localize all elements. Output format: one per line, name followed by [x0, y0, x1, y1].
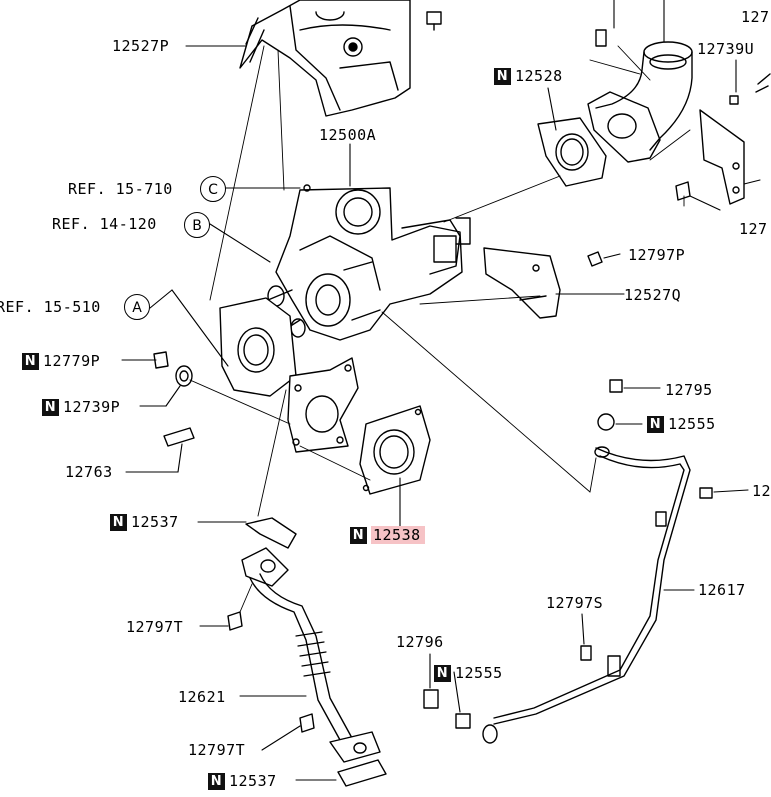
part-number: 127: [739, 220, 768, 238]
part-number: 12617: [698, 581, 746, 599]
new-part-badge: N: [647, 415, 664, 433]
part-number: 12555: [455, 664, 503, 682]
callout-12779p: N 12779P: [22, 352, 100, 370]
callout-127-mid: 127: [739, 220, 768, 238]
callout-12739u: 12739U: [697, 40, 754, 58]
small-bolts-right: [580, 251, 713, 661]
bracket-upper-right: [595, 29, 745, 205]
new-part-badge: N: [350, 526, 367, 544]
new-part-badge: N: [208, 772, 225, 790]
part-number: REF. 15-510: [0, 298, 101, 316]
gasket-12538: [359, 405, 431, 495]
part-number: 12527P: [112, 37, 170, 55]
oil-pipe-12621: [227, 517, 439, 787]
nuts-and-studs-left: [153, 351, 195, 447]
exhaust-elbow: [587, 41, 693, 163]
bracket-12527q: [483, 247, 561, 319]
gasket-flange-square: [287, 357, 359, 453]
part-number: 127: [741, 8, 770, 26]
part-number: 12527Q: [624, 286, 682, 304]
part-number: 12797T: [126, 618, 184, 636]
callout-12555-upper: N 12555: [647, 415, 716, 433]
part-number: 12621: [178, 688, 226, 706]
callout-12797t-lower: 12797T: [188, 741, 245, 759]
part-number-highlighted: 12538: [371, 526, 425, 544]
stud-upper-right: [729, 73, 771, 105]
callout-12537-lower: N 12537: [208, 772, 277, 790]
part-number: 12739U: [697, 40, 755, 58]
part-number: 12739P: [63, 398, 121, 416]
callout-12797t-upper: 12797T: [126, 618, 183, 636]
new-part-badge: N: [434, 664, 451, 682]
callout-12797s: 12797S: [546, 594, 603, 612]
part-number: 12555: [668, 415, 716, 433]
callout-12538[interactable]: N 12538: [350, 526, 425, 544]
gasket-12528: [537, 117, 607, 187]
new-part-badge: N: [110, 513, 127, 531]
ref-circle-a: A: [124, 294, 150, 320]
part-number: 12500A: [319, 126, 377, 144]
callout-ref-15-510: REF. 15-510: [0, 298, 101, 316]
part-number: REF. 15-710: [68, 180, 173, 198]
callout-12617: 12617: [698, 581, 746, 599]
turbine-flange: [219, 297, 297, 397]
callout-ref-15-710: REF. 15-710: [68, 180, 173, 198]
callout-12621: 12621: [178, 688, 226, 706]
callout-12527p: 12527P: [112, 37, 169, 55]
part-number: 12797T: [188, 741, 246, 759]
part-number: 12763: [65, 463, 113, 481]
oil-pipe-12617: [455, 446, 691, 744]
callout-12797p: 12797P: [628, 246, 685, 264]
callout-12500a: 12500A: [319, 126, 376, 144]
ref-circle-b: B: [184, 212, 210, 238]
new-part-badge: N: [494, 67, 511, 85]
new-part-badge: N: [22, 352, 39, 370]
part-number: 12796: [396, 633, 444, 651]
part-number: 12797P: [628, 246, 686, 264]
callout-12739p: N 12739P: [42, 398, 120, 416]
callout-12795: 12795: [665, 381, 713, 399]
part-number: 12795: [665, 381, 713, 399]
part-number: REF. 14-120: [52, 215, 157, 233]
callout-12763: 12763: [65, 463, 113, 481]
callout-12-right: 12: [752, 482, 771, 500]
leader-lines: [121, 0, 761, 781]
part-number: 12797S: [546, 594, 604, 612]
part-number: 12779P: [43, 352, 101, 370]
turbocharger: [267, 184, 471, 341]
callout-12528: N 12528: [494, 67, 563, 85]
callout-12527q: 12527Q: [624, 286, 681, 304]
heat-shield-upper: [239, 0, 411, 117]
part-number: 12528: [515, 67, 563, 85]
callout-127-top: 127: [741, 8, 770, 26]
part-number: 12: [752, 482, 771, 500]
new-part-badge: N: [42, 398, 59, 416]
callout-12555-lower: N 12555: [434, 664, 503, 682]
ref-circle-c: C: [200, 176, 226, 202]
part-number: 12537: [131, 513, 179, 531]
bolt-top: [426, 11, 442, 31]
part-number: 12537: [229, 772, 277, 790]
callout-12796: 12796: [396, 633, 444, 651]
callout-12537-upper: N 12537: [110, 513, 179, 531]
dash-guide-lines: [189, 45, 691, 613]
callout-ref-14-120: REF. 14-120: [52, 215, 157, 233]
